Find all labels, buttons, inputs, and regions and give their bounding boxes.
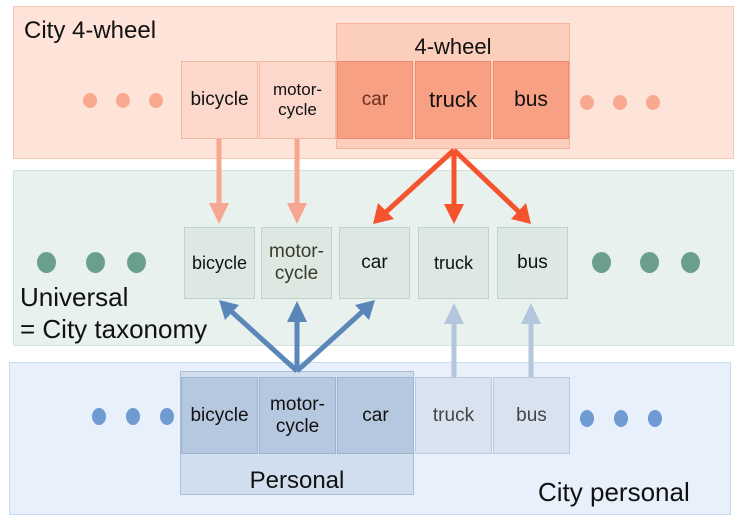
top-ellipsis-dot bbox=[116, 93, 130, 108]
four-wheel-group-label: 4-wheel bbox=[414, 34, 492, 59]
personal-item-bus: bus bbox=[493, 377, 570, 454]
arrow-bus-up bbox=[521, 303, 541, 377]
top-item-bicycle: bicycle bbox=[181, 61, 258, 139]
top-item-car: car bbox=[337, 61, 413, 139]
bottom-ellipsis-dot bbox=[648, 410, 662, 427]
top-ellipsis-dot bbox=[646, 95, 660, 110]
middle-ellipsis-dot bbox=[86, 252, 105, 273]
personal-item-motorcycle: motor- cycle bbox=[259, 377, 336, 454]
universal-title-line1: Universal bbox=[20, 282, 129, 312]
arrow-4wheel-to-bus bbox=[452, 148, 531, 224]
arrow-4wheel-to-car bbox=[373, 148, 456, 224]
bottom-ellipsis-dot bbox=[580, 410, 594, 427]
middle-ellipsis-dot bbox=[127, 252, 146, 273]
top-ellipsis-dot bbox=[83, 93, 97, 108]
universal-item-motorcycle: motor- cycle bbox=[261, 227, 332, 299]
arrow-motorcycle-down bbox=[287, 139, 307, 224]
personal-item-car: car bbox=[337, 377, 414, 454]
top-item-motorcycle: motor- cycle bbox=[259, 61, 336, 139]
personal-group-label: Personal bbox=[249, 467, 345, 494]
top-ellipsis-dot bbox=[149, 93, 163, 108]
universal-item-bicycle: bicycle bbox=[184, 227, 255, 299]
arrow-4wheel-to-truck bbox=[444, 150, 464, 224]
bottom-ellipsis-dot bbox=[126, 408, 140, 425]
arrow-personal-to-bicycle bbox=[219, 300, 299, 373]
middle-ellipsis-dot bbox=[681, 252, 700, 273]
arrow-bicycle-down bbox=[209, 139, 229, 224]
universal-title-line2: = City taxonomy bbox=[20, 314, 208, 344]
bottom-ellipsis-dot bbox=[614, 410, 628, 427]
middle-ellipsis-dot bbox=[640, 252, 659, 273]
city-4-wheel-title: City 4-wheel bbox=[24, 17, 157, 44]
arrow-personal-to-car bbox=[295, 300, 375, 373]
universal-item-car: car bbox=[339, 227, 410, 299]
top-item-bus: bus bbox=[493, 61, 569, 139]
middle-ellipsis-dot bbox=[37, 252, 56, 273]
top-ellipsis-dot bbox=[613, 95, 627, 110]
bottom-ellipsis-dot bbox=[92, 408, 106, 425]
universal-item-bus: bus bbox=[497, 227, 568, 299]
bottom-ellipsis-dot bbox=[160, 408, 174, 425]
universal-item-truck: truck bbox=[418, 227, 489, 299]
arrow-truck-up bbox=[444, 303, 464, 377]
arrow-personal-to-motorcycle bbox=[287, 301, 307, 371]
middle-ellipsis-dot bbox=[592, 252, 611, 273]
top-item-truck: truck bbox=[415, 61, 491, 139]
city-personal-title: City personal bbox=[538, 477, 690, 507]
personal-item-truck: truck bbox=[415, 377, 492, 454]
personal-item-bicycle: bicycle bbox=[181, 377, 258, 454]
top-ellipsis-dot bbox=[580, 95, 594, 110]
